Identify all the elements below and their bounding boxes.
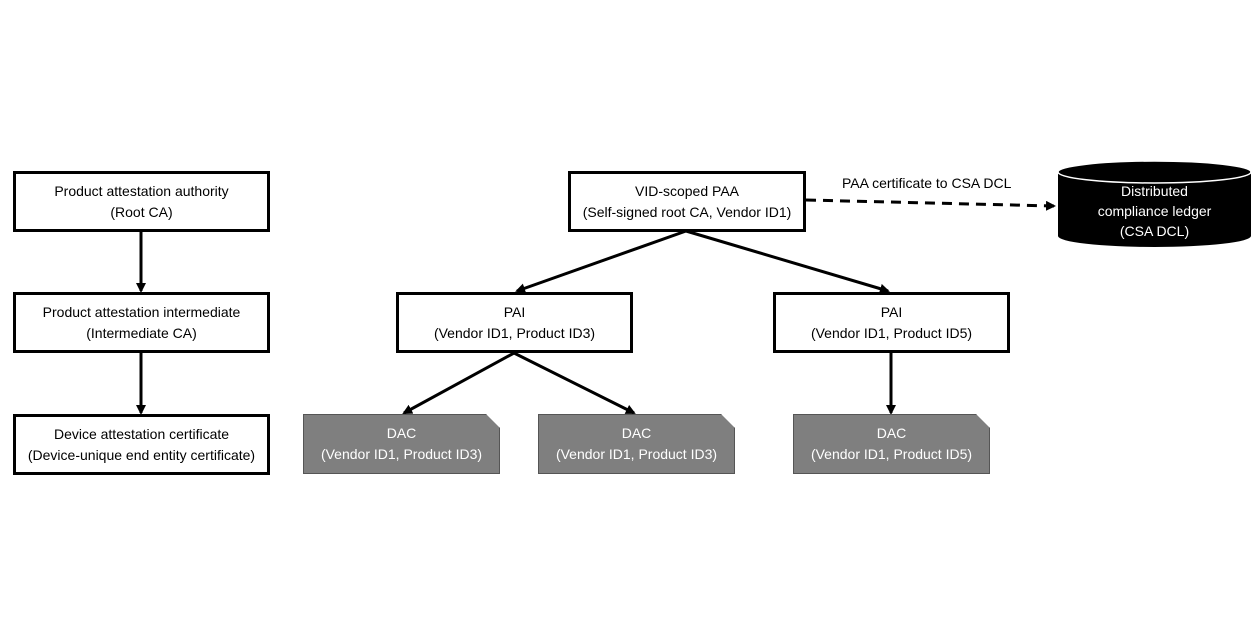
arrow-paa-to-dcl-dashed [805, 198, 1056, 211]
left-pai-subtitle: (Intermediate CA) [86, 324, 197, 341]
dcl-label-line3: (CSA DCL) [1119, 223, 1190, 239]
vid-paa-box: VID-scoped PAA (Self-signed root CA, Ven… [568, 171, 806, 232]
pai-left-subtitle: (Vendor ID1, Product ID3) [433, 324, 596, 341]
left-paa-subtitle: (Root CA) [110, 203, 173, 220]
arrow-pai-left-to-dac2 [513, 351, 636, 415]
vid-paa-title: VID-scoped PAA [634, 182, 739, 199]
dac2-box: DAC (Vendor ID1, Product ID3) [538, 414, 735, 474]
arrow-vid-paa-to-pai-right [685, 229, 890, 294]
dcl-label-line1: Distributed [1121, 183, 1188, 199]
pai-left-title: PAI [503, 303, 526, 320]
left-pai-title: Product attestation intermediate [42, 303, 241, 320]
dac1-subtitle: (Vendor ID1, Product ID3) [320, 446, 483, 462]
left-pai-box: Product attestation intermediate (Interm… [13, 292, 270, 353]
dac1-title: DAC [386, 425, 417, 441]
dac3-box: DAC (Vendor ID1, Product ID5) [793, 414, 990, 474]
dcl-edge-label: PAA certificate to CSA DCL [842, 175, 1012, 191]
left-paa-title: Product attestation authority [54, 182, 229, 199]
dac1-box: DAC (Vendor ID1, Product ID3) [303, 414, 500, 474]
left-dac-box: Device attestation certificate (Device-u… [13, 414, 270, 475]
dac2-title: DAC [621, 425, 652, 441]
dcl-database-icon [1057, 160, 1252, 247]
pai-left-box: PAI (Vendor ID1, Product ID3) [396, 292, 633, 353]
dcl-label-line2: compliance ledger [1097, 203, 1212, 219]
dac3-title: DAC [876, 425, 907, 441]
left-paa-box: Product attestation authority (Root CA) [13, 171, 270, 232]
pai-right-box: PAI (Vendor ID1, Product ID5) [773, 292, 1010, 353]
arrow-vid-paa-to-pai-left [515, 229, 687, 294]
arrow-pai-left-to-dac1 [402, 351, 515, 415]
pai-right-subtitle: (Vendor ID1, Product ID5) [810, 324, 973, 341]
dac3-subtitle: (Vendor ID1, Product ID5) [810, 446, 973, 462]
left-dac-title: Device attestation certificate [53, 425, 230, 442]
pai-right-title: PAI [880, 303, 903, 320]
dcl-label: Distributed compliance ledger (CSA DCL) [1058, 180, 1251, 242]
dac2-subtitle: (Vendor ID1, Product ID3) [555, 446, 718, 462]
vid-paa-subtitle: (Self-signed root CA, Vendor ID1) [582, 203, 792, 220]
left-dac-subtitle: (Device-unique end entity certificate) [27, 446, 256, 463]
